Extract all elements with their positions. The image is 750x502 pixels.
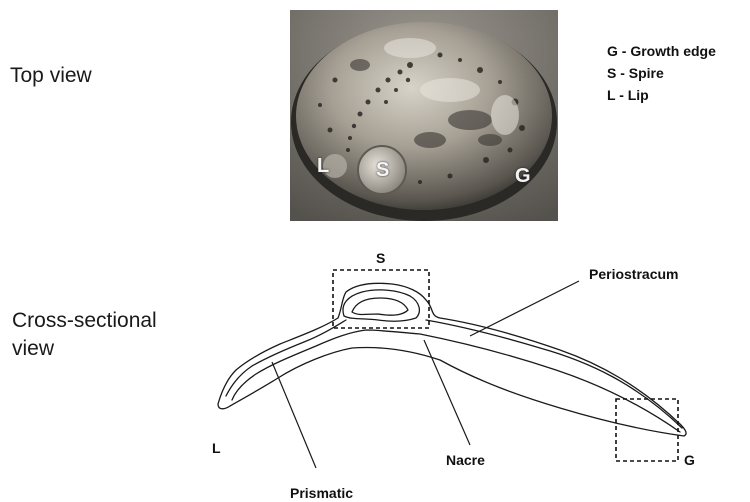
periostracum-leader [470,281,579,336]
diagram-lip-label: L [212,440,221,456]
spire-cavity [352,298,408,315]
prismatic-leader [272,362,316,468]
diagram-spire-label: S [376,250,385,266]
diagram-growth-label: G [684,452,695,468]
spire-dome [343,290,419,321]
prismatic-label: Prismatic [290,485,353,501]
periostracum-label: Periostracum [589,266,678,282]
nacre-label: Nacre [446,452,485,468]
shell-inner-layer [232,330,680,432]
nacre-leader [424,340,470,445]
